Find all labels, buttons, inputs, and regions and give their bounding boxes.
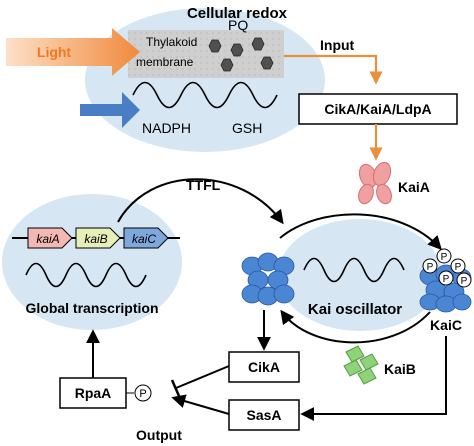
ttfl-label: TTFL [186,177,221,193]
kaib-protein [343,345,379,385]
kai-cycle-bottom-arc [280,309,431,344]
sasa-label: SasA [246,407,281,423]
thylakoid-label-line1: Thylakoid [146,35,197,49]
phospho-groups: P P P P P [422,248,472,288]
pq-hexagon [251,37,265,51]
phospho-label: P [461,276,468,287]
light-arrow [6,28,140,76]
transcription-wave [25,262,147,288]
gene-kaia [27,227,73,249]
phospho-circle [436,248,452,264]
phospho-label: P [427,262,434,273]
kai-cycle-top-arc [279,213,442,251]
cellular-redox-ellipse [85,8,325,152]
sasa-activation-arrow [171,394,230,415]
input-arrow [284,54,383,85]
input-label: Input [320,37,355,53]
gene-kaic [123,227,169,249]
phospho-circle [438,270,454,286]
nadph-label: NADPH [142,120,191,136]
pq-hexagon [260,56,274,70]
rpaa-phospho-circle [134,384,152,402]
sasa-box [228,399,300,431]
rpaa-label: RpaA [75,385,112,401]
phospho-circle [456,272,472,288]
kai-oscillator-wave [303,257,405,283]
gene-kaia-label: kaiA [36,232,59,246]
kaic-label: KaiC [430,317,462,333]
kai-oscillator-ellipse [278,219,442,331]
cika-label: CikA [248,359,280,375]
ttfl-arrow [117,178,284,225]
kaic-hexamer-unphosphorylated [241,252,295,306]
light-label: Light [37,44,72,60]
transcription-to-redox-arrow [68,92,140,268]
cika-inhibition-line [175,365,230,389]
phospho-label: P [443,274,450,285]
kai-oscillator-label: Kai oscillator [308,301,402,318]
gene-kaic-label: kaiC [132,232,156,246]
redox-wave [132,81,278,109]
pq-label: PQ [228,17,248,33]
cellular-redox-title: Cellular redox [187,5,288,22]
gene-kaib-label: kaiB [84,232,107,246]
phospho-circle [450,258,466,274]
thylakoid-label-line2: membrane [136,55,194,69]
pq-molecules [208,37,274,72]
pq-hexagon [208,39,222,53]
kaic-to-sasa-arrow [300,336,447,421]
output-label: Output [136,427,182,443]
phospho-circle [422,258,438,274]
phospho-label: P [441,252,448,263]
kaib-label: KaiB [384,361,416,377]
phospho-label: P [455,262,462,273]
global-transcription-label: Global transcription [25,300,158,316]
gsh-label: GSH [232,120,262,136]
kaia-protein [358,161,392,205]
cika-inhibition-bar [170,379,181,397]
kaia-label: KaiA [398,179,430,195]
input-proteins-label: CikA/KaiA/LdpA [324,101,431,117]
rpaa-phospho-label: P [139,388,146,400]
pq-hexagon [230,43,244,57]
pq-hexagon [220,58,234,72]
input-proteins-box [298,93,458,125]
gene-kaib [75,227,121,249]
